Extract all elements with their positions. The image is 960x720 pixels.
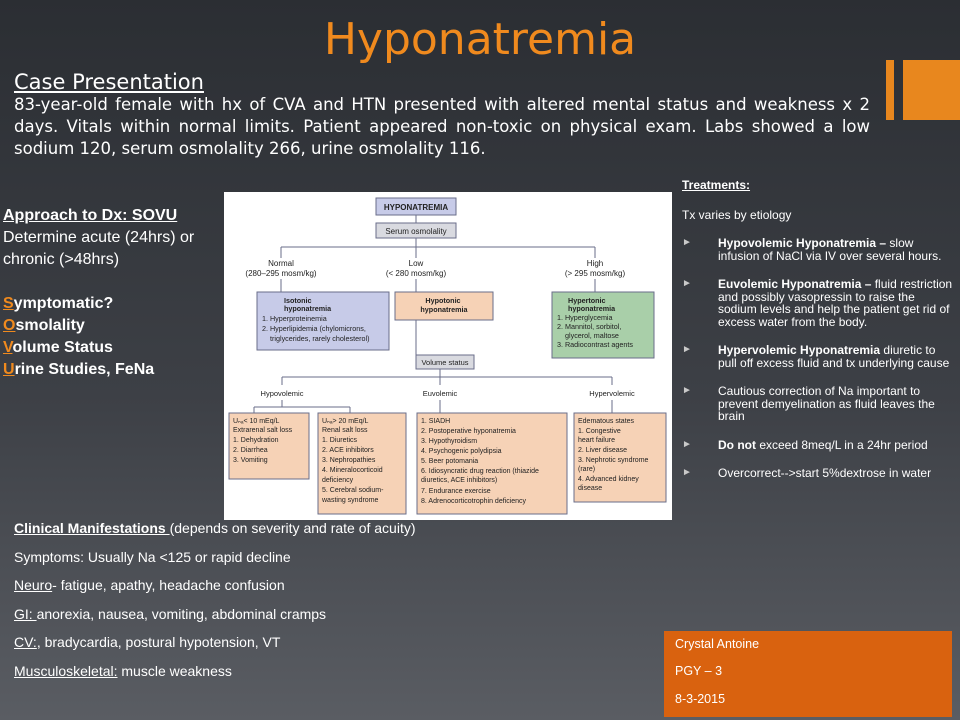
cv-line: CV:, bradycardia, postural hypotension, … [14, 634, 281, 651]
slide-title: Hyponatremia [323, 14, 637, 65]
node-hyponatremia: HYPONATREMIA [384, 203, 449, 212]
neuro-line: Neuro- fatigue, apathy, headache confusi… [14, 577, 285, 594]
approach-to-dx: Approach to Dx: SOVU Determine acute (24… [3, 205, 243, 381]
hyponatremia-flowchart: HYPONATREMIA Serum osmolality Normal (28… [224, 192, 672, 520]
hypotonic-node [394, 291, 494, 321]
author-box: Crystal Antoine PGY – 3 8-3-2015 [664, 631, 952, 717]
arrow-bullet-icon: ► [682, 237, 692, 248]
treatments-heading: Treatments: [682, 178, 751, 192]
label-hypovolemic: Hypovolemic [261, 389, 304, 398]
label-euvolemic: Euvolemic [423, 389, 458, 398]
clinical-manifestations: Clinical Manifestations (depends on seve… [14, 518, 494, 690]
extrarenal-loss-node [228, 412, 310, 480]
node-renal-loss: Uₙₐ> 20 mEq/L Renal salt loss 1. Diureti… [321, 418, 385, 504]
treatments-subtitle: Tx varies by etiology [682, 208, 792, 222]
serum-osmolality-node [375, 222, 457, 239]
node-volume-status: Volume status [421, 358, 468, 367]
author-name: Crystal Antoine [675, 637, 760, 651]
label-normal-range: (280–295 mosm/kg) [245, 269, 316, 278]
approach-line-1: Determine acute (24hrs) or [3, 229, 195, 246]
treatment-item: ►Hypervolemic Hyponatremia diuretic to p… [682, 343, 950, 370]
arrow-bullet-icon: ► [682, 278, 692, 289]
hyponatremia-node [375, 197, 457, 216]
sovu-step-o: Osmolality [3, 317, 85, 334]
edematous-states-node [573, 412, 667, 503]
clinical-heading-note: (depends on severity and rate of acuity) [169, 520, 416, 536]
approach-title: Approach to Dx: SOVU [3, 207, 178, 224]
renal-loss-node [317, 412, 407, 515]
node-hypotonic: Hypotonic hyponatremia [420, 296, 468, 314]
isotonic-node [256, 291, 390, 351]
treatment-item: ►Do not exceed 8meq/L in a 24hr period [682, 437, 928, 452]
arrow-bullet-icon: ► [682, 385, 692, 396]
case-text: 83-year-old female with hx of CVA and HT… [14, 95, 870, 158]
node-extrarenal-loss: Uₙₐ< 10 mEq/L Extrarenal salt loss 1. De… [233, 418, 294, 464]
sovu-step-s: Symptomatic? [3, 295, 114, 312]
label-normal: Normal [268, 259, 294, 268]
node-edematous-states: Edematous states 1. Congestive heart fai… [578, 418, 650, 492]
label-hypervolemic: Hypervolemic [589, 389, 635, 398]
sovu-step-v: Volume Status [3, 339, 113, 356]
approach-line-2: chronic (>48hrs) [3, 251, 120, 268]
treatment-item: ►Euvolemic Hyponatremia – fluid restrict… [682, 277, 953, 329]
volume-status-node [415, 354, 475, 370]
clinical-heading: Clinical Manifestations [14, 520, 170, 536]
node-euvolemic-causes: 1. SIADH 2. Postoperative hyponatremia 3… [421, 418, 541, 505]
author-role: PGY – 3 [675, 664, 723, 678]
accent-bar-wide [903, 60, 960, 120]
msk-line: Musculoskeletal: muscle weakness [14, 662, 232, 679]
author-date: 8-3-2015 [675, 692, 726, 706]
symptoms-line: Symptoms: Usually Na <125 or rapid decli… [14, 548, 291, 565]
label-low-range: (< 280 mosm/kg) [386, 269, 447, 278]
sovu-step-u: Urine Studies, FeNa [3, 361, 155, 378]
euvolemic-causes-node [416, 412, 568, 515]
arrow-bullet-icon: ► [682, 344, 692, 355]
label-high-range: (> 295 mosm/kg) [565, 269, 626, 278]
accent-bar-thin [886, 60, 894, 120]
node-serum-osmolality: Serum osmolality [385, 227, 446, 236]
treatments-list: ►Hypovolemic Hyponatremia – slow infusio… [682, 237, 954, 480]
arrow-bullet-icon: ► [682, 438, 692, 450]
node-isotonic: Isotonic hyponatremia 1. Hyperproteinemi… [262, 296, 369, 343]
treatments-panel: Treatments: Tx varies by etiology ►Hypov… [682, 178, 954, 496]
treatment-item: ►Overcorrect-->start 5%dextrose in water [682, 466, 932, 480]
label-high: High [587, 259, 603, 268]
gi-line: GI: anorexia, nausea, vomiting, abdomina… [14, 605, 327, 622]
case-heading: Case Presentation [14, 70, 204, 94]
flowchart-svg: HYPONATREMIA Serum osmolality Normal (28… [228, 197, 667, 515]
treatment-item: ►Cautious correction of Na important to … [682, 384, 935, 423]
flowchart-connectors [253, 215, 613, 413]
node-hypertonic: Hypertonic hyponatremia 1. Hyperglycemia… [557, 296, 633, 349]
clinical-heading-row: Clinical Manifestations (depends on seve… [14, 518, 494, 547]
treatment-item: ►Hypovolemic Hyponatremia – slow infusio… [682, 236, 942, 263]
hypertonic-node [551, 291, 655, 359]
case-presentation: Case Presentation 83-year-old female wit… [14, 70, 870, 160]
arrow-bullet-icon: ► [682, 467, 692, 478]
label-low: Low [409, 259, 424, 268]
